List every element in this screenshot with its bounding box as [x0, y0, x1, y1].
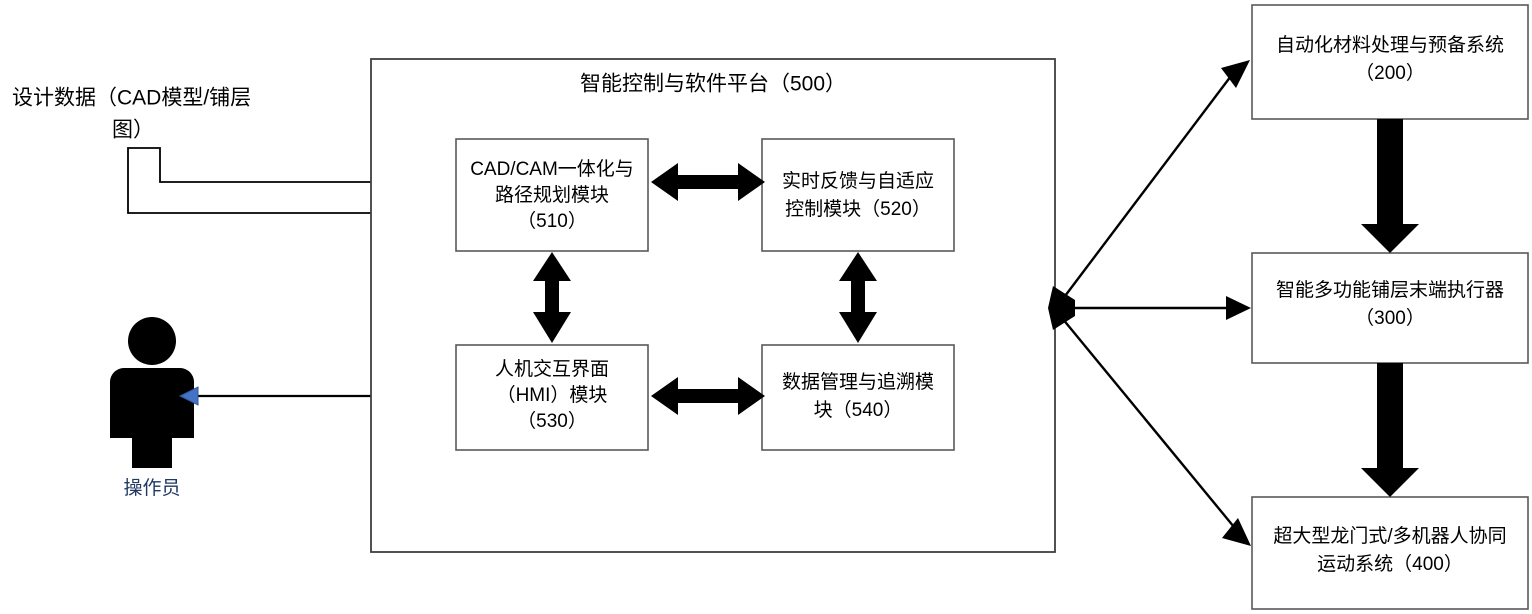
- module-510-520-bidirectional-arrow: [651, 163, 765, 201]
- module-510-line-3: （510）: [517, 210, 587, 232]
- junction-to-subsystem-200-arrow: [1061, 60, 1250, 301]
- subsystem-200-line-2: （200）: [1355, 62, 1425, 84]
- module-510-line-2: 路径规划模块: [495, 184, 609, 206]
- module-510-box[interactable]: CAD/CAM一体化与 路径规划模块 （510）: [455, 138, 649, 252]
- platform-output-junction: [1048, 286, 1075, 330]
- arrow-head-300: [1226, 296, 1251, 320]
- arrow-head-400: [1222, 518, 1251, 546]
- platform-container-500: [370, 58, 1056, 553]
- subsystem-400-line-1: 超大型龙门式/多机器人协同: [1273, 525, 1506, 547]
- module-510-line-1: CAD/CAM一体化与: [470, 158, 634, 180]
- module-530-line-3: （530）: [517, 410, 587, 432]
- platform-title: 智能控制与软件平台（500）: [580, 73, 846, 96]
- module-510-530-bidirectional-arrow: [533, 252, 571, 343]
- design-data-source-label: 设计数据（CAD模型/铺层 图）: [12, 87, 251, 142]
- subsystem-200-box[interactable]: 自动化材料处理与预备系统 （200）: [1251, 4, 1529, 120]
- junction-to-subsystem-300-arrow: [1070, 296, 1251, 320]
- module-530-line-1: 人机交互界面: [495, 358, 609, 380]
- subsystem-300-to-400-arrow: [1361, 363, 1419, 497]
- design-data-line2: 图）: [112, 119, 154, 142]
- module-520-540-bidirectional-arrow: [839, 252, 877, 343]
- subsystem-300-line-1: 智能多功能铺层末端执行器: [1276, 279, 1504, 301]
- module-540-line-2: 块（540）: [814, 399, 903, 421]
- junction-to-subsystem-400-arrow: [1061, 317, 1251, 546]
- subsystem-400-box[interactable]: 超大型龙门式/多机器人协同 运动系统（400）: [1251, 496, 1529, 610]
- subsystem-200-line-1: 自动化材料处理与预备系统: [1276, 34, 1504, 56]
- arrow-head-200: [1221, 60, 1250, 88]
- module-530-540-bidirectional-arrow: [651, 377, 765, 415]
- module-540-line-1: 数据管理与追溯模: [782, 371, 934, 393]
- person-body-icon: [110, 368, 194, 468]
- subsystem-200-to-300-arrow: [1361, 119, 1419, 253]
- module-520-line-1: 实时反馈与自适应: [782, 170, 934, 192]
- module-520-line-2: 控制模块（520）: [785, 198, 931, 220]
- design-data-line1: 设计数据（CAD模型/铺层: [12, 87, 251, 110]
- subsystem-400-line-2: 运动系统（400）: [1317, 553, 1463, 575]
- module-520-box[interactable]: 实时反馈与自适应 控制模块（520）: [761, 138, 955, 252]
- arrow-head-left: [178, 386, 199, 406]
- subsystem-300-box[interactable]: 智能多功能铺层末端执行器 （300）: [1251, 252, 1529, 364]
- module-540-box[interactable]: 数据管理与追溯模 块（540）: [761, 344, 955, 451]
- module-530-box[interactable]: 人机交互界面 （HMI）模块 （530）: [455, 344, 649, 451]
- operator-actor: 操作员: [110, 317, 194, 499]
- person-head-icon: [128, 317, 176, 365]
- module-530-line-2: （HMI）模块: [497, 384, 608, 406]
- operator-label: 操作员: [123, 477, 180, 499]
- subsystem-300-line-2: （300）: [1355, 307, 1425, 329]
